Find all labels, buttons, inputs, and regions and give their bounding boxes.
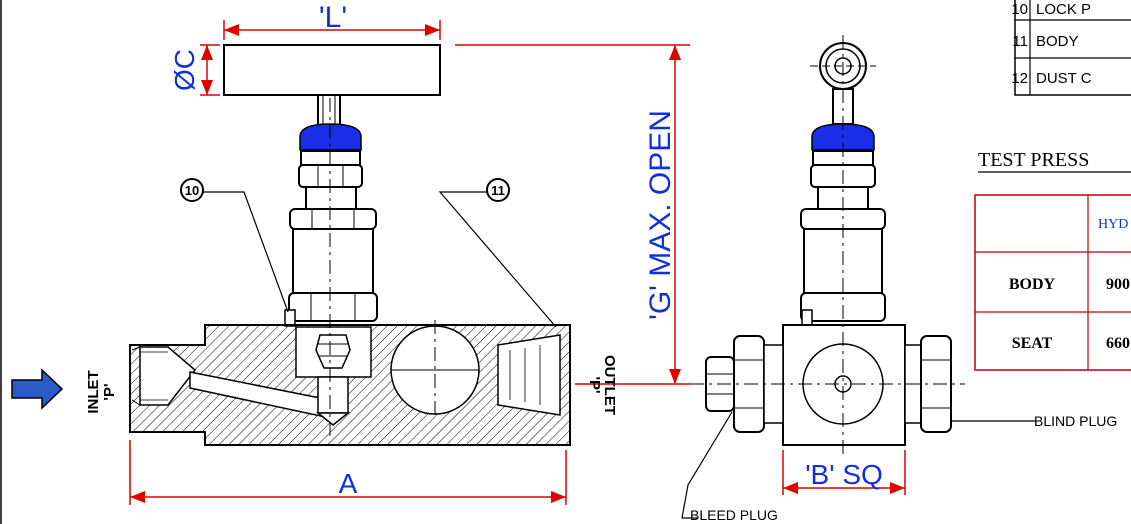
- stem: [317, 94, 341, 128]
- bleed-plug-label: BLEED PLUG: [690, 507, 778, 523]
- dimension-l: 'L': [223, 1, 441, 40]
- inlet-arrow-icon: [11, 368, 64, 410]
- handle-bar: [223, 44, 441, 96]
- side-view: [690, 35, 965, 455]
- balloon-11: 11: [438, 178, 557, 328]
- dimension-c: ØC: [169, 44, 220, 96]
- parts-row-12-name: DUST C: [1036, 70, 1092, 87]
- test-pressure-body-label: BODY: [1009, 276, 1056, 293]
- blind-plug-callout: BLIND PLUG: [951, 413, 1117, 429]
- parts-table: 10 LOCK P 11 BODY 12 DUST C: [1011, 0, 1131, 96]
- parts-row-12-no: 12: [1011, 70, 1028, 87]
- inlet-marker: INLET 'P': [11, 368, 118, 414]
- test-pressure-seat-value: 660: [1106, 335, 1130, 352]
- balloon-10: 10: [180, 178, 289, 313]
- parts-row-10-name: LOCK P: [1036, 1, 1091, 18]
- parts-row-10-no: 10: [1011, 1, 1028, 18]
- outlet-port-label: 'P': [586, 376, 603, 393]
- dimension-g: 'G' MAX. OPEN: [455, 44, 690, 385]
- test-pressure-seat-label: SEAT: [1012, 335, 1053, 352]
- dim-a-label: A: [339, 468, 358, 499]
- parts-row-11-no: 11: [1012, 33, 1028, 50]
- test-pressure-table: TEST PRESS HYD BODY 900 SEAT 660: [974, 149, 1131, 371]
- test-pressure-title: TEST PRESS: [978, 149, 1089, 171]
- dim-b-label: 'B' SQ: [805, 459, 883, 490]
- parts-row-11-name: BODY: [1036, 33, 1079, 50]
- front-view: [129, 44, 571, 446]
- outlet-marker: OUTLET 'P': [586, 355, 618, 415]
- balloon-10-text: 10: [185, 183, 199, 198]
- dimension-b: 'B' SQ: [782, 450, 906, 495]
- blind-plug-label: BLIND PLUG: [1034, 413, 1117, 429]
- dim-l-label: 'L': [319, 1, 347, 34]
- balloon-11-text: 11: [491, 183, 505, 198]
- test-pressure-hyd-header: HYD: [1098, 217, 1128, 232]
- dim-g-label: 'G' MAX. OPEN: [644, 110, 677, 320]
- test-pressure-body-value: 900: [1106, 276, 1130, 293]
- bleed-plug-callout: BLEED PLUG: [681, 411, 778, 523]
- dimension-a: A: [129, 440, 567, 505]
- outlet-label: OUTLET: [601, 355, 618, 415]
- inlet-label: INLET: [85, 370, 102, 413]
- inlet-port-label: 'P': [101, 383, 118, 400]
- dim-c-label: ØC: [169, 49, 200, 91]
